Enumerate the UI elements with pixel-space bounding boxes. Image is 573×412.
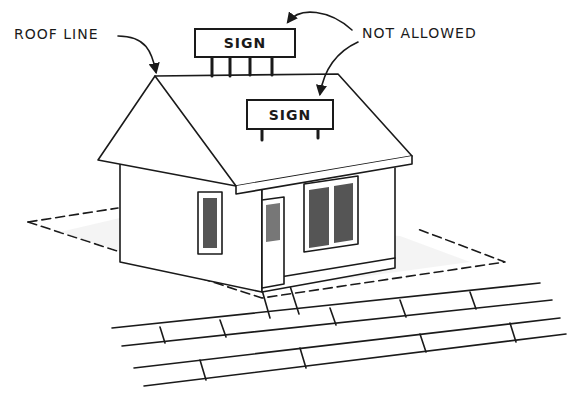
window [198, 192, 222, 254]
leader-line [288, 12, 352, 30]
window [304, 176, 358, 252]
sign-board: SIGN [246, 99, 334, 130]
leader-line [118, 36, 156, 72]
sidewalk-joint [160, 292, 476, 343]
callout-label: NOT ALLOWED [362, 25, 477, 41]
door [262, 197, 284, 288]
roof-edge [155, 76, 236, 186]
sign-post [212, 56, 272, 76]
curb-joint [200, 323, 516, 380]
door-glass [266, 203, 280, 242]
callout-label: ROOF LINE [14, 26, 99, 42]
sign-text: SIGN [224, 35, 267, 51]
leader-line [320, 42, 358, 94]
lot-line [28, 208, 118, 222]
sign-text: SIGN [269, 107, 312, 123]
sidewalk-edge [122, 300, 552, 346]
sign-board: SIGN [194, 28, 296, 58]
curb-line [144, 334, 566, 386]
window-glass [309, 183, 353, 248]
sidewalk-edge [112, 283, 540, 328]
window-glass [203, 198, 217, 248]
